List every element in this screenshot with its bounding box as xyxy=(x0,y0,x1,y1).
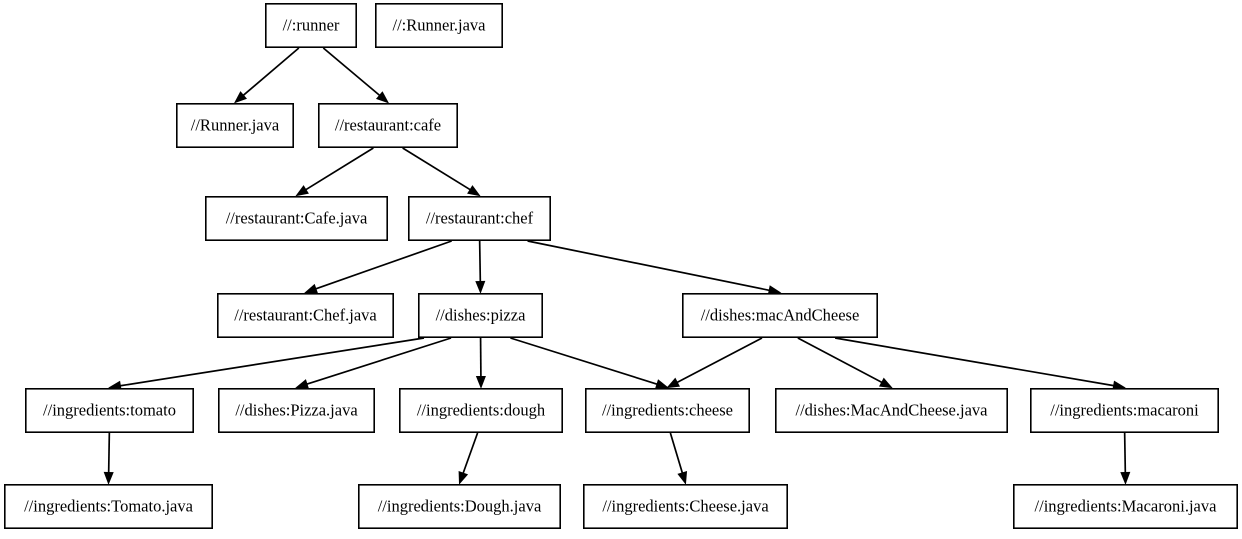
graph-edge-line xyxy=(242,47,300,96)
graph-edge-arrowhead xyxy=(467,185,481,197)
graph-node-label: //:runner xyxy=(283,15,340,34)
graph-edge-line xyxy=(676,337,763,384)
graph-node-box xyxy=(417,292,543,338)
graph-node[interactable]: //ingredients:Cheese.java xyxy=(582,483,788,529)
graph-edge-arrowhead xyxy=(655,379,669,389)
graph-node[interactable]: //restaurant:Cafe.java xyxy=(205,196,388,242)
graph-node[interactable]: //dishes:macAndCheese xyxy=(681,292,878,338)
graph-edge-line xyxy=(462,432,479,474)
graph-node-label: //:Runner.java xyxy=(392,15,486,34)
graph-node[interactable]: //ingredients:tomato xyxy=(24,387,194,433)
graph-node[interactable]: //ingredients:Tomato.java xyxy=(4,483,213,529)
graph-node[interactable]: //ingredients:Macaroni.java xyxy=(1012,483,1238,529)
graph-edge-line xyxy=(834,337,1114,387)
graph-node-label: //restaurant:Cafe.java xyxy=(226,208,368,227)
graph-edge-line xyxy=(510,337,658,385)
graph-node-label: //restaurant:cafe xyxy=(335,115,441,134)
graph-node-box xyxy=(1030,387,1220,433)
graph-edge-arrowhead xyxy=(878,377,893,389)
graph-node-label: //ingredients:Tomato.java xyxy=(24,496,194,515)
graph-node[interactable]: //restaurant:chef xyxy=(407,196,551,242)
graph-node-label: //ingredients:dough xyxy=(417,400,546,419)
graph-node-box xyxy=(205,196,388,242)
graph-edge-arrowhead xyxy=(295,185,309,197)
graph-node-box xyxy=(217,292,394,338)
graph-node-label: //dishes:MacAndCheese.java xyxy=(796,400,989,419)
graph-edge-line xyxy=(305,147,374,191)
graph-node-label: //ingredients:tomato xyxy=(43,400,176,419)
graph-node[interactable]: //:Runner.java xyxy=(374,2,503,49)
graph-edge-arrowhead xyxy=(458,470,469,485)
graph-node-box xyxy=(398,387,563,433)
graph-edge-arrowhead xyxy=(375,91,390,104)
graph-edge-arrowhead xyxy=(103,471,114,485)
graph-edge-line xyxy=(315,240,452,290)
graph-edge-line xyxy=(322,47,381,97)
graph-edge-line xyxy=(669,432,684,474)
nodes-layer: //:runner //:Runner.java //Runner.java //re… xyxy=(4,2,1238,529)
graph-edge-arrowhead xyxy=(295,379,309,389)
graph-node[interactable]: //ingredients:cheese xyxy=(584,387,750,433)
graph-node[interactable]: //restaurant:Chef.java xyxy=(217,292,394,338)
graph-node[interactable]: //Runner.java xyxy=(176,103,295,149)
graph-edge-line xyxy=(402,147,471,191)
graph-node[interactable]: //ingredients:macaroni xyxy=(1030,387,1220,433)
graph-edge-arrowhead xyxy=(304,283,319,294)
graph-node-box xyxy=(374,2,503,49)
graph-node-box xyxy=(24,387,194,433)
graph-edge-arrowhead xyxy=(475,280,486,294)
graph-node-label: //restaurant:chef xyxy=(426,208,534,227)
graph-edge-line xyxy=(120,337,425,387)
graph-node-label: //ingredients:Dough.java xyxy=(378,496,542,515)
graph-node-box xyxy=(582,483,788,529)
graph-node[interactable]: //ingredients:Dough.java xyxy=(357,483,561,529)
graph-node[interactable]: //:runner xyxy=(264,2,357,49)
graph-node-box xyxy=(1012,483,1238,529)
graph-node[interactable]: //restaurant:cafe xyxy=(317,103,458,149)
graph-node-box xyxy=(4,483,213,529)
graph-edge-line xyxy=(797,337,883,384)
graph-node[interactable]: //ingredients:dough xyxy=(398,387,563,433)
graph-node-label: //dishes:macAndCheese xyxy=(701,305,860,324)
graph-node-label: //dishes:pizza xyxy=(436,305,526,324)
graph-node-box xyxy=(774,387,1008,433)
graph-edge-arrowhead xyxy=(666,377,681,389)
graph-edge-line xyxy=(478,240,482,282)
graph-node-box xyxy=(357,483,561,529)
graph-edge-line xyxy=(107,432,111,473)
graph-node-label: //ingredients:Cheese.java xyxy=(602,496,769,515)
graph-node-box xyxy=(176,103,295,149)
graph-edge-line xyxy=(306,337,452,385)
graph-node-label: //ingredients:cheese xyxy=(602,400,733,419)
graph-edge-line xyxy=(1123,432,1127,473)
graph-edge-arrowhead xyxy=(475,375,486,389)
graph-node-label: //dishes:Pizza.java xyxy=(235,400,358,419)
graph-edge-arrowhead xyxy=(1120,471,1131,485)
graph-edge-arrowhead xyxy=(677,471,688,485)
graph-node-box xyxy=(681,292,878,338)
graph-node[interactable]: //dishes:pizza xyxy=(417,292,543,338)
graph-node-label: //Runner.java xyxy=(191,115,280,134)
graph-node[interactable]: //dishes:Pizza.java xyxy=(218,387,375,433)
graph-node-label: //restaurant:Chef.java xyxy=(234,305,377,324)
graph-node-box xyxy=(407,196,551,242)
graph-node-box xyxy=(264,2,357,49)
edges-layer xyxy=(103,47,1131,485)
graph-node-box xyxy=(584,387,750,433)
graph-node[interactable]: //dishes:MacAndCheese.java xyxy=(774,387,1008,433)
graph-node-box xyxy=(317,103,458,149)
graph-edge-line xyxy=(527,240,770,292)
graph-edge-arrowhead xyxy=(233,91,247,104)
graph-node-label: //ingredients:Macaroni.java xyxy=(1035,496,1218,515)
graph-node-box xyxy=(218,387,375,433)
graph-node-label: //ingredients:macaroni xyxy=(1050,400,1199,419)
